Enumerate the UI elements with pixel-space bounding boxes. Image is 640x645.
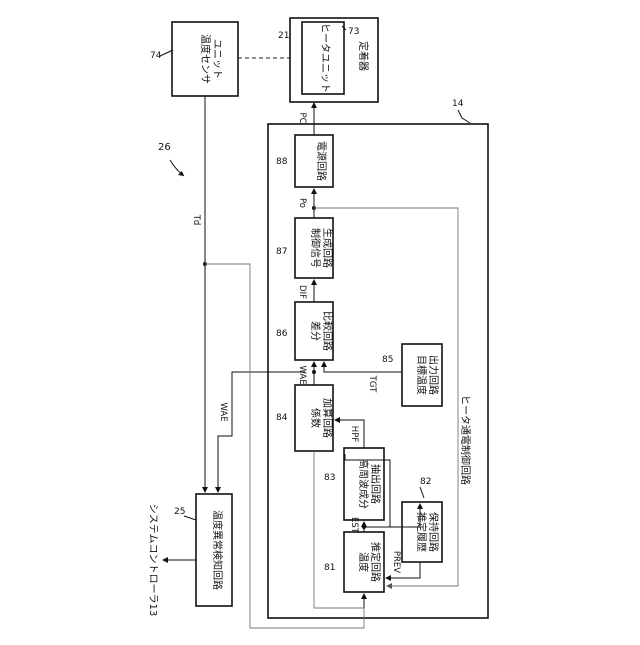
power-circuit-box bbox=[295, 135, 333, 187]
po-signal-label: Po bbox=[297, 198, 307, 208]
system-controller-arrowhead bbox=[162, 557, 168, 563]
fixing-device-label: 定着器 bbox=[357, 41, 370, 71]
power-circuit-label: 電源回路 bbox=[315, 141, 328, 181]
temp-estimate-label-1: 温度 bbox=[357, 552, 370, 572]
dif-signal-label: DIF bbox=[297, 285, 307, 299]
figure-ref-label: 26 bbox=[158, 142, 171, 153]
estimate-hold-ref: 82 bbox=[420, 477, 431, 487]
target-temp-output-label-2: 出力回路 bbox=[427, 355, 440, 395]
diff-compare-label-1: 差分 bbox=[309, 321, 322, 341]
wae-branch-arrowhead bbox=[215, 487, 221, 493]
hf-extract-ref: 83 bbox=[324, 473, 335, 483]
temp-sensor-unit-label-2: ユニット bbox=[211, 39, 222, 79]
control-signal-gen-ref: 87 bbox=[276, 247, 287, 257]
wae-junction bbox=[312, 370, 316, 374]
est-signal-label: EST bbox=[349, 517, 359, 534]
estimate-hold-label-2: 保持回路 bbox=[427, 512, 440, 552]
heater-unit-label: ヒータユニット bbox=[319, 23, 331, 93]
wae-branch-signal-label: WAE bbox=[218, 402, 228, 421]
temp-sensor-unit-ref: 74 bbox=[150, 51, 162, 61]
wae-signal-label: WAE bbox=[297, 365, 307, 384]
estimate-hold-label-1: 推定履歴 bbox=[415, 512, 428, 552]
control-signal-gen-label-1: 制御信号 bbox=[309, 228, 322, 268]
power-circuit-ref: 88 bbox=[276, 157, 288, 167]
temp-anomaly-label: 温度異常検知回路 bbox=[211, 510, 224, 590]
target-temp-output-ref: 85 bbox=[382, 355, 393, 365]
td-arrowhead bbox=[202, 487, 208, 493]
diff-compare-ref: 86 bbox=[276, 329, 288, 339]
tgt-signal-label: TGT bbox=[367, 375, 377, 393]
td-signal-label: Td bbox=[191, 214, 201, 226]
temp-estimate-ref: 81 bbox=[324, 563, 335, 573]
hf-extract-label-2: 抽出回路 bbox=[369, 464, 382, 504]
fixing-device-ref: 21 bbox=[278, 31, 289, 41]
heater-unit-ref: 73 bbox=[348, 27, 359, 37]
heater-control-circuit-leader bbox=[458, 110, 470, 123]
pc-signal-label: PC bbox=[297, 112, 307, 123]
temp-sensor-unit-leader bbox=[160, 50, 173, 56]
coef-add-ref: 84 bbox=[276, 413, 288, 423]
pc-arrowhead bbox=[311, 102, 317, 108]
temp-anomaly-ref: 25 bbox=[174, 507, 185, 517]
heater-control-circuit-ref: 14 bbox=[452, 99, 464, 109]
prev-signal-label: PREV bbox=[391, 551, 401, 573]
heater-control-circuit-label: ヒータ通電制御回路 bbox=[459, 395, 472, 485]
temp-anomaly-leader bbox=[184, 516, 196, 520]
coef-add-label-1: 係数 bbox=[309, 408, 322, 428]
temp-sensor-unit-label-1: 温度センサ bbox=[199, 34, 212, 84]
hf-extract-label-1: 高周波成分 bbox=[357, 459, 370, 509]
system-controller-label: システムコントローラ13 bbox=[147, 504, 159, 616]
hpf-signal-label: HPF bbox=[349, 426, 359, 443]
target-temp-output-label-1: 目標温度 bbox=[415, 355, 428, 395]
diff-compare-label-2: 比較回路 bbox=[321, 311, 334, 351]
control-signal-gen-label-2: 生成回路 bbox=[321, 228, 334, 268]
coef-add-label-2: 加算回路 bbox=[321, 398, 334, 438]
temp-estimate-label-2: 推定回路 bbox=[369, 542, 382, 582]
